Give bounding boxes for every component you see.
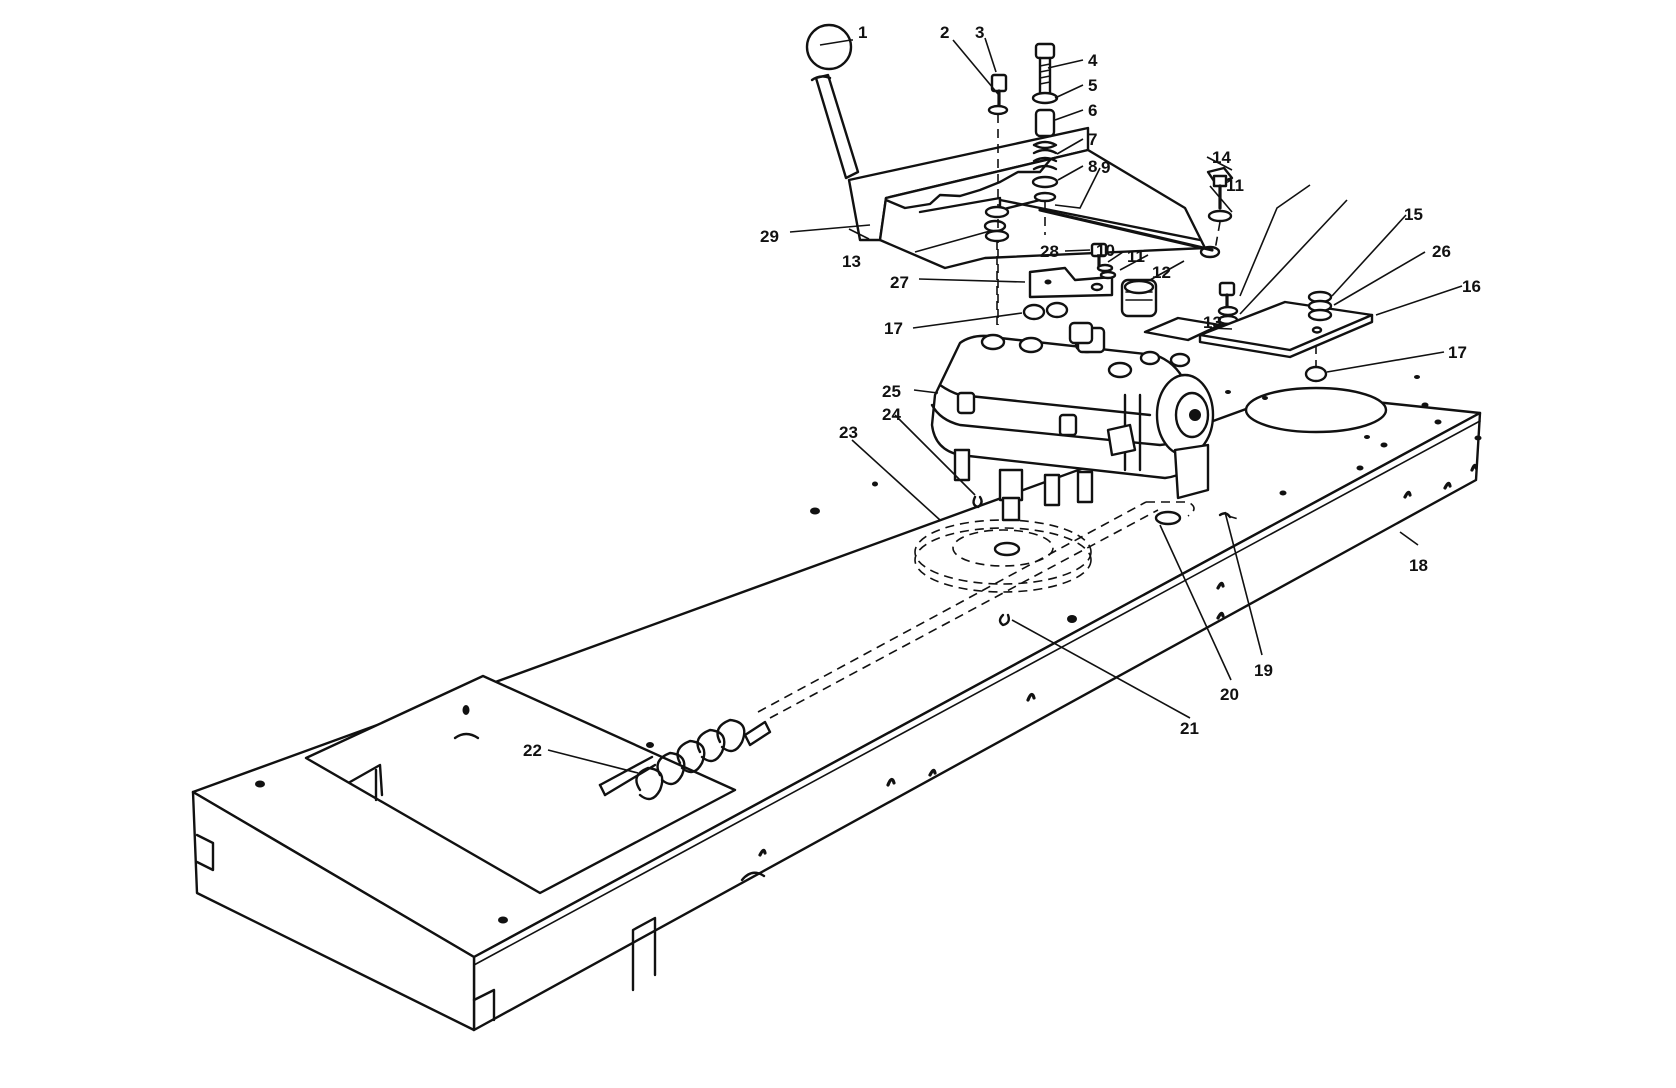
clips (972, 495, 1232, 627)
callout-5: 5 (1088, 76, 1097, 95)
callout-14: 14 (1212, 148, 1231, 167)
washers-13-left (984, 205, 1010, 330)
callout-28: 28 (1040, 242, 1059, 261)
pulley (914, 519, 1092, 593)
callout-27: 27 (890, 273, 909, 292)
callout-6: 6 (1088, 101, 1097, 120)
callout-25: 25 (882, 382, 901, 401)
callout-29: 29 (760, 227, 779, 246)
callout-21: 21 (1180, 719, 1199, 738)
callout-numbers: 1 2 3 4 5 6 7 8 9 10 11 11 12 13 13 14 1… (523, 23, 1481, 760)
callout-18: 18 (1409, 556, 1428, 575)
callout-11a: 11 (1226, 176, 1244, 195)
bracket-27 (1028, 242, 1117, 299)
callout-12: 12 (1152, 263, 1171, 282)
bolt-stack-center (1031, 42, 1059, 235)
callout-26: 26 (1432, 242, 1451, 261)
nuts-17 (1022, 301, 1328, 383)
bolt-stack-right (1198, 281, 1374, 359)
callout-13a: 13 (842, 252, 861, 271)
transmission-housing (930, 278, 1222, 522)
frame (191, 375, 1482, 1032)
callout-17a: 17 (884, 319, 903, 338)
shift-lever (805, 23, 860, 180)
callout-2: 2 (940, 23, 949, 42)
leader-lines (547, 37, 1463, 774)
callout-1: 1 (858, 23, 867, 42)
plug-12 (1123, 279, 1155, 295)
callout-16: 16 (1462, 277, 1481, 296)
callout-20: 20 (1220, 685, 1239, 704)
callout-22: 22 (523, 741, 542, 760)
callout-3: 3 (975, 23, 984, 42)
callout-11b: 11 (1127, 247, 1145, 266)
callout-17b: 17 (1448, 343, 1467, 362)
callout-7: 7 (1088, 130, 1097, 149)
callout-15: 15 (1404, 205, 1423, 224)
callout-10: 10 (1096, 241, 1115, 260)
bolt-stack-left (987, 73, 1009, 325)
callout-24: 24 (882, 405, 901, 424)
callout-4: 4 (1088, 51, 1098, 70)
callout-8: 8 (1088, 157, 1097, 176)
spring-assembly (598, 718, 772, 801)
callout-9: 9 (1101, 158, 1110, 177)
callout-23: 23 (839, 423, 858, 442)
callout-13b: 13 (1203, 313, 1222, 332)
callout-19: 19 (1254, 661, 1273, 680)
